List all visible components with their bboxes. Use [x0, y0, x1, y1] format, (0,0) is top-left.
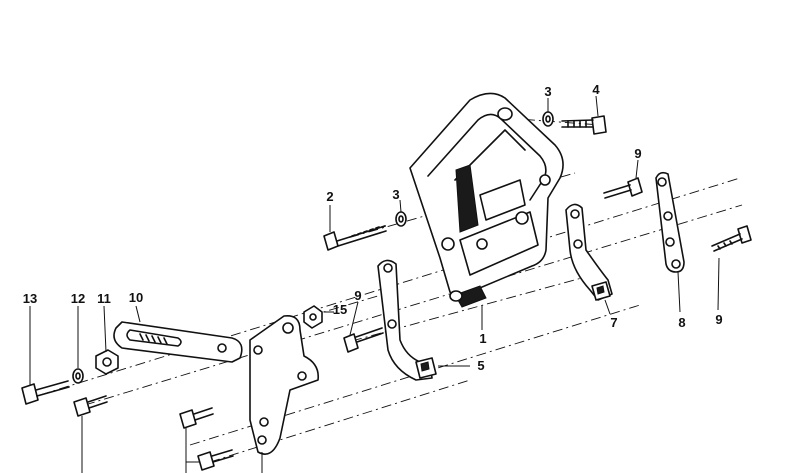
label-part-9-right: 9: [715, 312, 722, 327]
lower-bolt-b: [179, 407, 214, 429]
strap-10: [113, 321, 243, 363]
nut-15: [303, 305, 323, 329]
label-part-2: 2: [326, 189, 333, 204]
nut-11: [95, 349, 119, 375]
lower-bolt-a: [73, 395, 108, 417]
label-part-5: 5: [477, 358, 484, 373]
label-part-3a: 3: [392, 187, 399, 202]
washer-12: [72, 368, 84, 384]
link-plate-8: [655, 171, 685, 273]
washer-3a: [395, 211, 407, 227]
label-part-8: 8: [678, 315, 685, 330]
leader-lines: [29, 95, 720, 473]
label-part-15: 15: [333, 302, 347, 317]
label-part-1: 1: [479, 331, 486, 346]
bolt-2: [323, 225, 387, 251]
label-part-10: 10: [129, 290, 143, 305]
bolt-9-upper: [603, 177, 643, 199]
bracket-7: [565, 203, 613, 301]
label-part-12: 12: [71, 291, 85, 306]
label-part-9-mid: 9: [354, 288, 361, 303]
lower-bracket: [249, 314, 320, 455]
label-part-7: 7: [610, 315, 617, 330]
main-bracket: [409, 92, 564, 308]
label-part-4: 4: [592, 82, 600, 97]
bracket-5: [377, 259, 437, 381]
washer-3b: [542, 111, 554, 127]
bolt-9-mid: [343, 327, 384, 353]
bolt-4: [561, 115, 607, 135]
label-part-13: 13: [23, 291, 37, 306]
bolt-13: [21, 380, 70, 405]
label-part-9-upper: 9: [634, 146, 641, 161]
lower-bolt-c: [197, 449, 234, 471]
label-part-11: 11: [97, 291, 111, 306]
label-part-3b: 3: [544, 84, 551, 99]
bolt-9-right: [711, 225, 752, 252]
